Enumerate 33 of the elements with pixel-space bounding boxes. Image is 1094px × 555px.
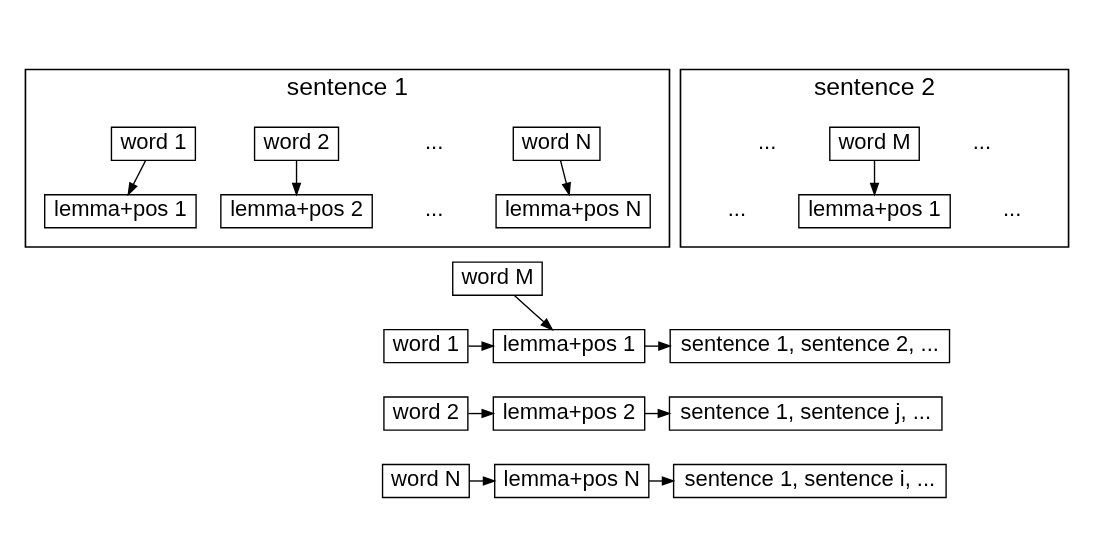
label: ... [972, 128, 992, 154]
node-box: lemma+pos 2 [220, 193, 373, 228]
node-box: sentence 1, sentence 2, ... [669, 328, 951, 363]
arrow [291, 159, 302, 196]
node-box: lemma+pos N [494, 463, 650, 498]
node-box: word 2 [383, 395, 469, 431]
arrow [644, 340, 672, 351]
node-box: lemma+pos 1 [492, 328, 646, 363]
arrow [559, 159, 571, 196]
node-box: word 1 [110, 126, 197, 161]
node-box: lemma+pos 2 [492, 395, 646, 431]
node-box: lemma+pos N [495, 193, 651, 228]
label: ... [424, 128, 444, 154]
arrow [869, 159, 880, 196]
node-box: sentence 1, sentence j, ... [668, 395, 943, 431]
node-box: lemma+pos 1 [44, 193, 197, 228]
label: ... [424, 195, 444, 221]
node-box: lemma+pos 1 [798, 193, 951, 228]
label: ... [1002, 195, 1022, 221]
label: ... [758, 128, 777, 154]
arrow [127, 159, 147, 196]
arrow [467, 340, 496, 351]
node-box: sentence 1, sentence i, ... [672, 463, 947, 498]
node-box: word M [829, 126, 920, 161]
node-box: word N [381, 463, 470, 498]
arrow [648, 475, 676, 486]
node-box: word 1 [383, 328, 469, 363]
node-box: word N [512, 126, 601, 161]
node-box: word M [452, 261, 543, 296]
label: ... [727, 195, 747, 221]
arrow [469, 475, 497, 486]
node-box: word 2 [253, 126, 340, 161]
arrow [513, 294, 554, 331]
